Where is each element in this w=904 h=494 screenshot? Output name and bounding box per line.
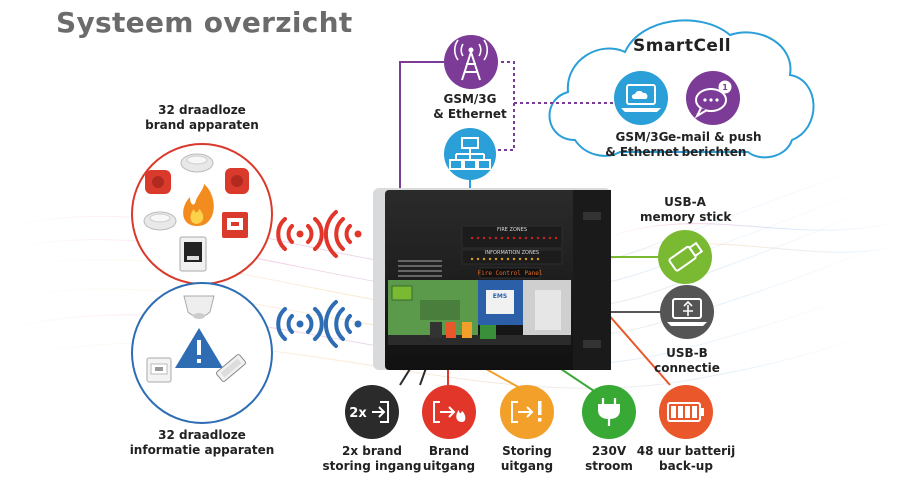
gsm-antenna-icon [444, 35, 498, 89]
usb-laptop-icon [660, 285, 714, 339]
fault-output-icon [500, 385, 554, 439]
ethernet-network-icon [444, 128, 496, 180]
panel-brand-text: EMS [493, 293, 507, 300]
info-sounder-icon [183, 295, 215, 319]
smartcell-brand: SmartCell [633, 36, 732, 56]
heat-detector-icon [143, 211, 177, 231]
fire-wireless-signal-icon [276, 210, 362, 258]
smartcell-cloud [548, 19, 815, 159]
input-icon [345, 385, 399, 439]
control-panel [373, 188, 611, 370]
warning-triangle-icon [175, 328, 223, 368]
beam-sensor-icon [215, 354, 247, 382]
laptop-cloud-icon [614, 71, 668, 125]
panel-display-text: Fire Control Panel [477, 270, 542, 277]
info-devices-group [131, 282, 273, 424]
smoke-detector-icon [180, 153, 214, 173]
wall-panel-icon [179, 236, 207, 272]
fire-output-icon [422, 385, 476, 439]
info-call-point-icon [146, 357, 172, 383]
gsm-ethernet-label: GSM/3G& Ethernet [433, 92, 507, 121]
manual-call-point-icon [222, 212, 248, 238]
info-wireless-signal-icon [276, 300, 362, 348]
fire-zones-title: FIRE ZONES [497, 227, 527, 233]
battery-icon [659, 385, 713, 439]
flame-icon [183, 184, 214, 226]
page-title: Systeem overzicht [56, 6, 353, 39]
fire-sounder-icon [145, 170, 171, 194]
usb-stick-icon [658, 230, 712, 284]
cloud-gsm-label: GSM/3G& Ethernet [605, 130, 679, 159]
fire-devices-group [131, 143, 273, 285]
fire-beacon-icon [225, 168, 249, 194]
input-count-text: 2x [349, 406, 367, 421]
notification-badge: 1 [722, 83, 728, 92]
message-notification-icon [686, 71, 740, 125]
wireless-links [495, 61, 614, 151]
power-plug-icon [582, 385, 636, 439]
info-zones-title: INFORMATION ZONES [485, 250, 539, 256]
